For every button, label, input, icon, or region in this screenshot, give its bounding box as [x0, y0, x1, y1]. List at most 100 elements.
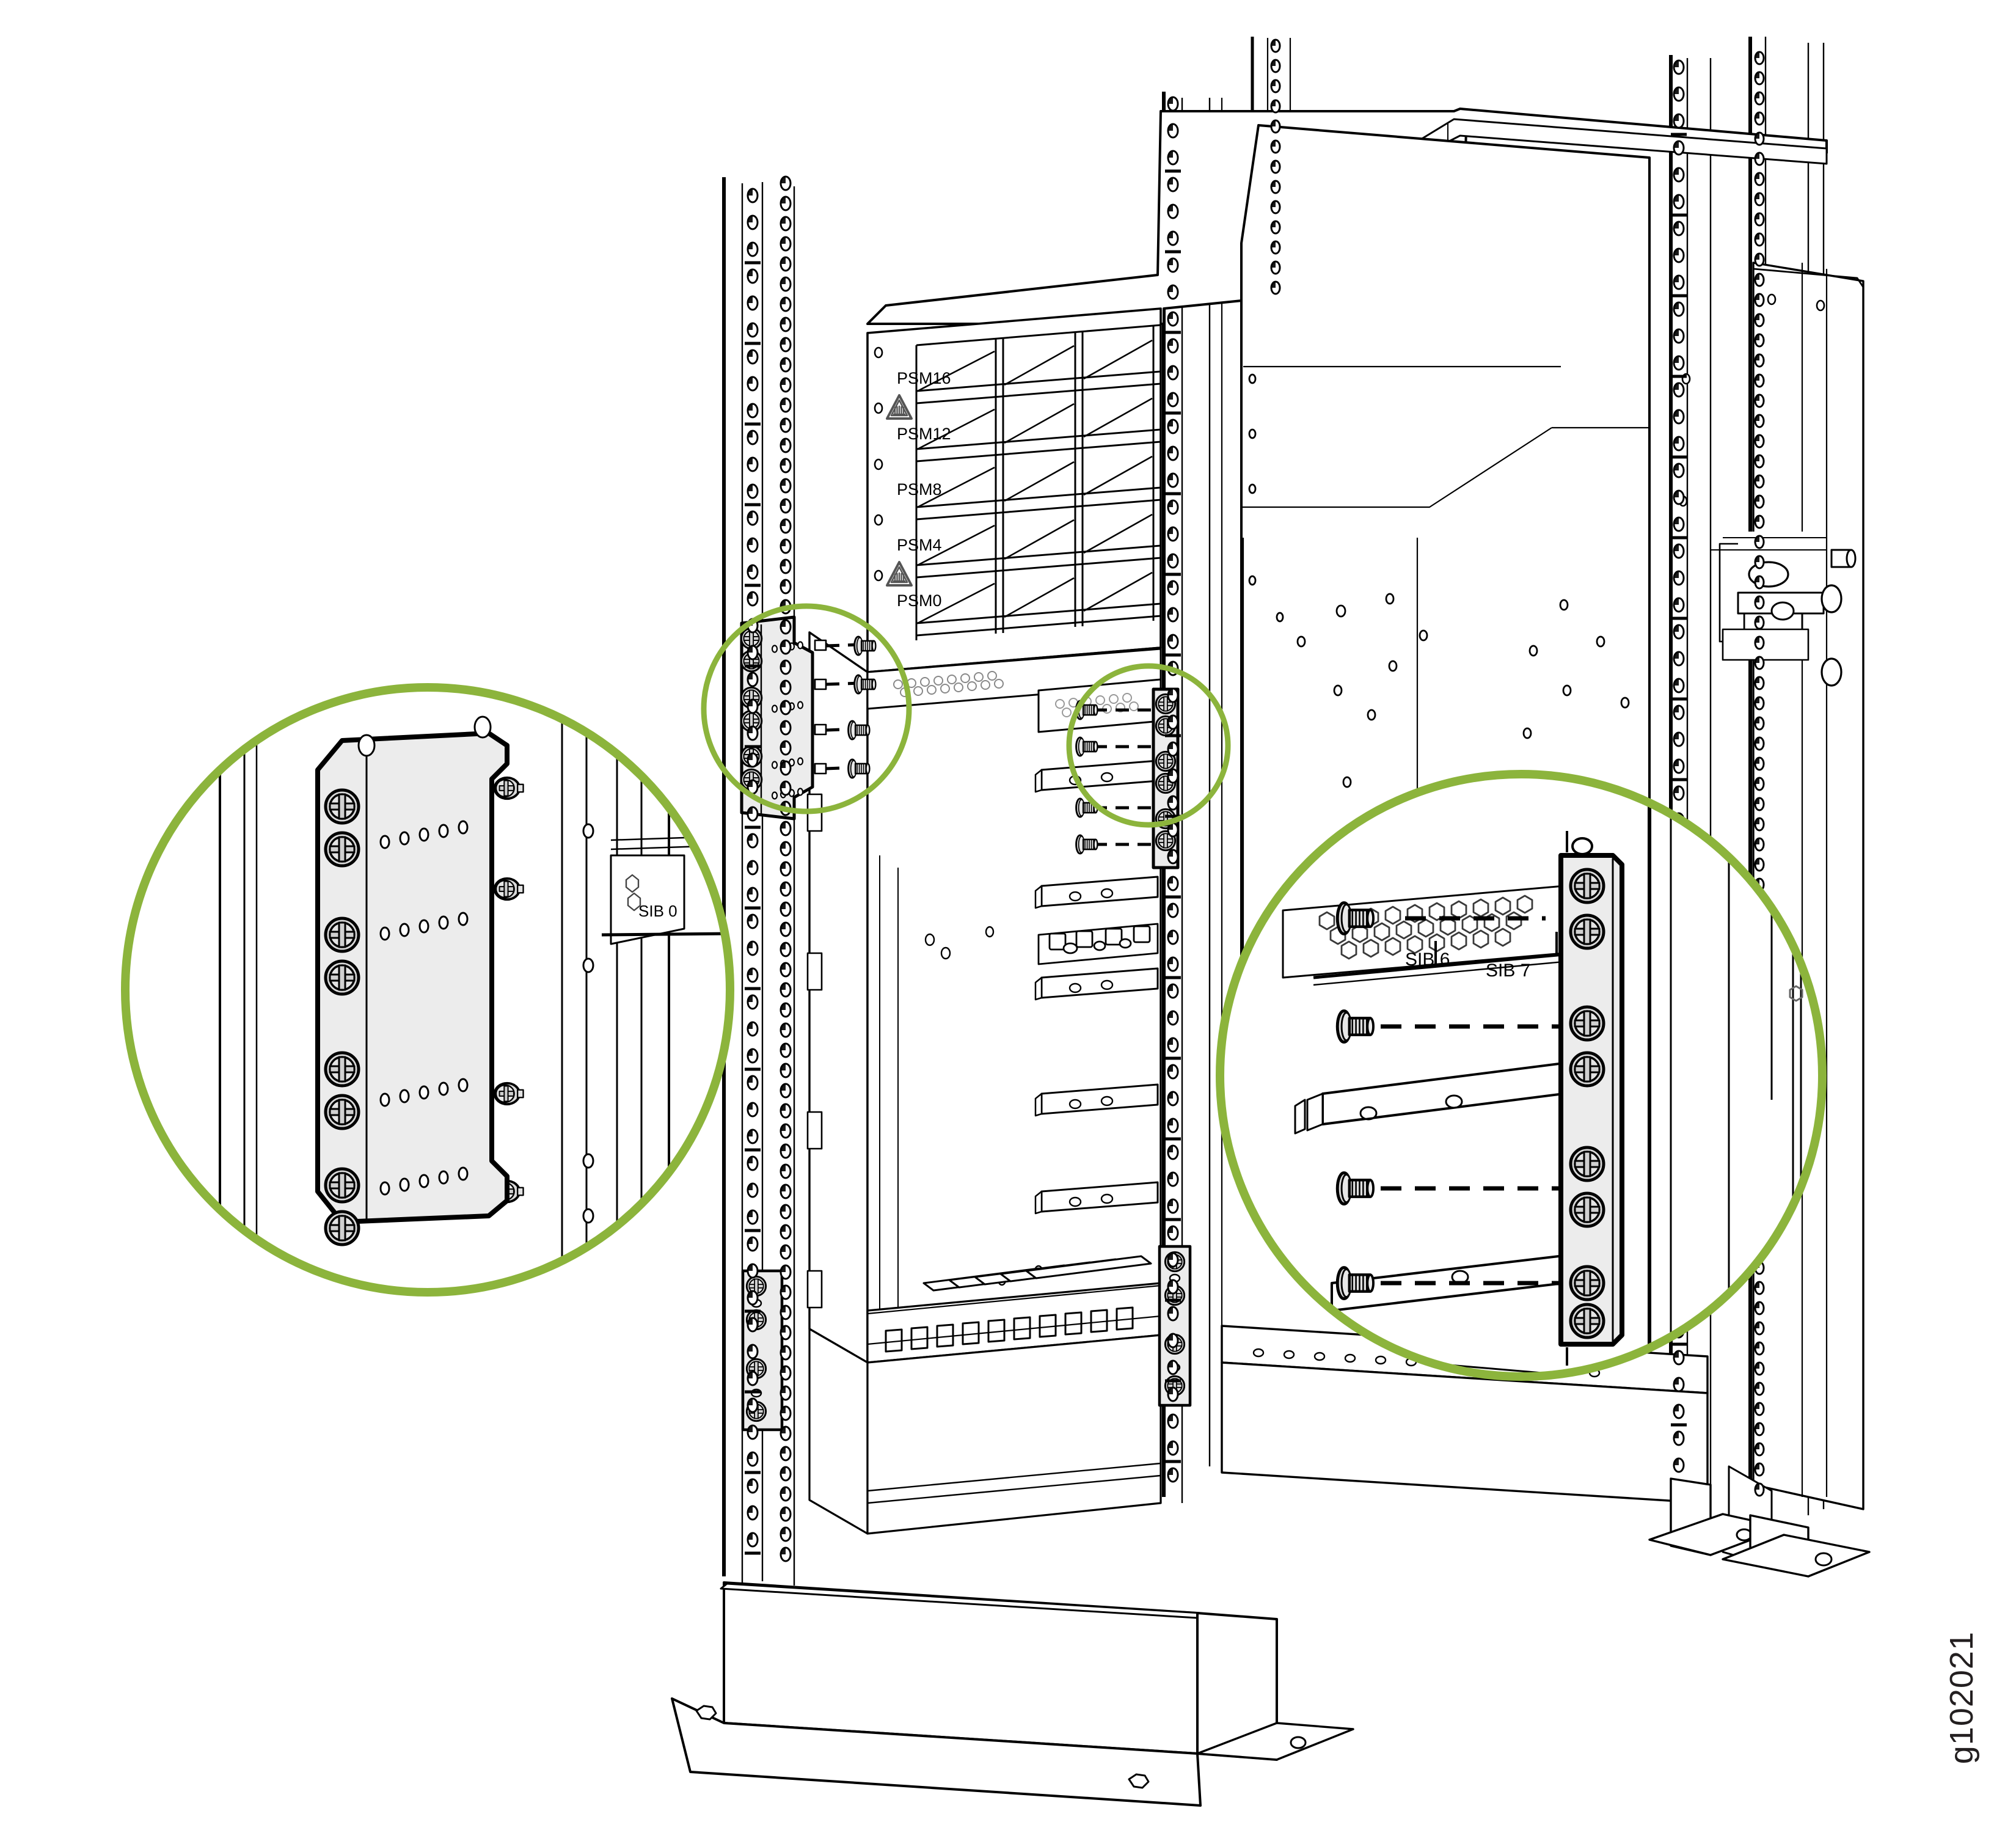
rack-hole — [780, 740, 792, 756]
rack-hole — [1673, 86, 1685, 102]
rack-hole — [780, 921, 792, 937]
rack-hole — [780, 1446, 792, 1462]
rack-hole — [1167, 1037, 1179, 1053]
rack-hole — [1167, 634, 1179, 649]
rack-hole — [1167, 822, 1179, 838]
rack-hole — [1754, 1482, 1765, 1497]
rack-hole — [780, 1506, 792, 1522]
rack-hole — [1167, 338, 1179, 354]
rack-hole — [1673, 194, 1685, 210]
rack-hole — [780, 720, 792, 736]
rack-hole — [1754, 353, 1765, 368]
rack-hole — [780, 1385, 792, 1401]
rack-hole — [780, 962, 792, 978]
rack-hole — [780, 498, 792, 514]
rack-hole — [747, 1021, 759, 1037]
rack-hole — [1754, 454, 1765, 469]
rack-hole — [1167, 123, 1179, 139]
rack-hole — [1673, 1350, 1685, 1366]
rack-hole — [1754, 595, 1765, 610]
rack-hole — [780, 175, 792, 191]
rack-hole — [1270, 200, 1281, 214]
rack-hole — [747, 887, 759, 902]
rack-hole — [1167, 1252, 1179, 1268]
rack-hole — [1167, 1440, 1179, 1456]
rack-hole — [1167, 902, 1179, 918]
rack-hole — [1754, 434, 1765, 448]
rack-hole — [1754, 71, 1765, 86]
rack-hole — [1167, 1118, 1179, 1133]
rack-hole — [747, 833, 759, 849]
rack-hole — [1673, 140, 1685, 156]
rack-hole — [780, 1042, 792, 1058]
rack-hole — [1754, 555, 1765, 569]
rack-hole — [780, 881, 792, 897]
rack-hole — [1270, 260, 1281, 275]
rack-hole — [1167, 96, 1179, 112]
rack-hole — [1673, 1430, 1685, 1446]
rack-hole — [1673, 651, 1685, 667]
rack-hole — [780, 1264, 792, 1280]
rack-hole — [1754, 1402, 1765, 1416]
rack-hole — [1673, 301, 1685, 317]
rack-hole — [1270, 280, 1281, 295]
rack-hole — [747, 1532, 759, 1548]
rack-hole — [1754, 817, 1765, 832]
rack-hole — [1270, 159, 1281, 174]
rack-hole — [1754, 716, 1765, 731]
rack-hole — [1754, 1361, 1765, 1376]
rack-hole — [747, 483, 759, 499]
rack-hole — [780, 1143, 792, 1159]
right-detail-callout: SIB 6 SIB 7 — [1216, 770, 1827, 1381]
rack-hole — [1754, 696, 1765, 711]
rack-hole — [1754, 131, 1765, 146]
rack-hole — [747, 1129, 759, 1144]
rack-hole — [1754, 514, 1765, 529]
rack-hole — [747, 349, 759, 365]
rack-hole — [780, 1325, 792, 1341]
rack-hole — [1673, 1377, 1685, 1392]
rack-hole — [780, 1486, 792, 1502]
rack-hole — [1754, 1422, 1765, 1436]
rack-hole — [747, 645, 759, 660]
rack-hole — [1167, 472, 1179, 488]
rack-hole — [1167, 1091, 1179, 1107]
rack-hole — [747, 671, 759, 687]
rack-hole — [1673, 543, 1685, 559]
rack-hole — [1673, 221, 1685, 236]
rack-hole — [780, 659, 792, 675]
rack-hole — [1673, 624, 1685, 640]
rack-hole — [1754, 192, 1765, 207]
rack-hole — [1167, 419, 1179, 434]
rack-hole — [780, 276, 792, 292]
rack-hole — [1754, 635, 1765, 650]
rack-hole — [747, 806, 759, 822]
rack-foot-right-rear — [1648, 1477, 1871, 1578]
rack-hole — [1754, 212, 1765, 227]
rack-hole — [747, 994, 759, 1010]
rack-hole — [780, 1204, 792, 1220]
rack-hole — [747, 940, 759, 956]
rack-hole — [1754, 1321, 1765, 1336]
rack-hole — [1673, 436, 1685, 452]
rack-hole — [1754, 1381, 1765, 1396]
rack-hole — [1754, 857, 1765, 872]
rack-hole — [780, 377, 792, 393]
rack-hole — [1754, 1301, 1765, 1315]
psm-label: PSM0 — [897, 591, 942, 610]
rack-hole — [747, 1317, 759, 1333]
rack-hole — [780, 760, 792, 776]
figure-id-label: g102021 — [1943, 1631, 1980, 1765]
rack-hole — [747, 1048, 759, 1064]
slot-guide-rail — [1034, 759, 1159, 1215]
rack-hole — [747, 430, 759, 445]
rack-hole — [747, 1236, 759, 1252]
rack-hole — [780, 1304, 792, 1320]
rack-hole — [747, 456, 759, 472]
rack-hole — [747, 214, 759, 230]
right-source-circle — [1066, 663, 1231, 828]
rack-hole — [1673, 570, 1685, 586]
rack-hole — [1270, 59, 1281, 73]
